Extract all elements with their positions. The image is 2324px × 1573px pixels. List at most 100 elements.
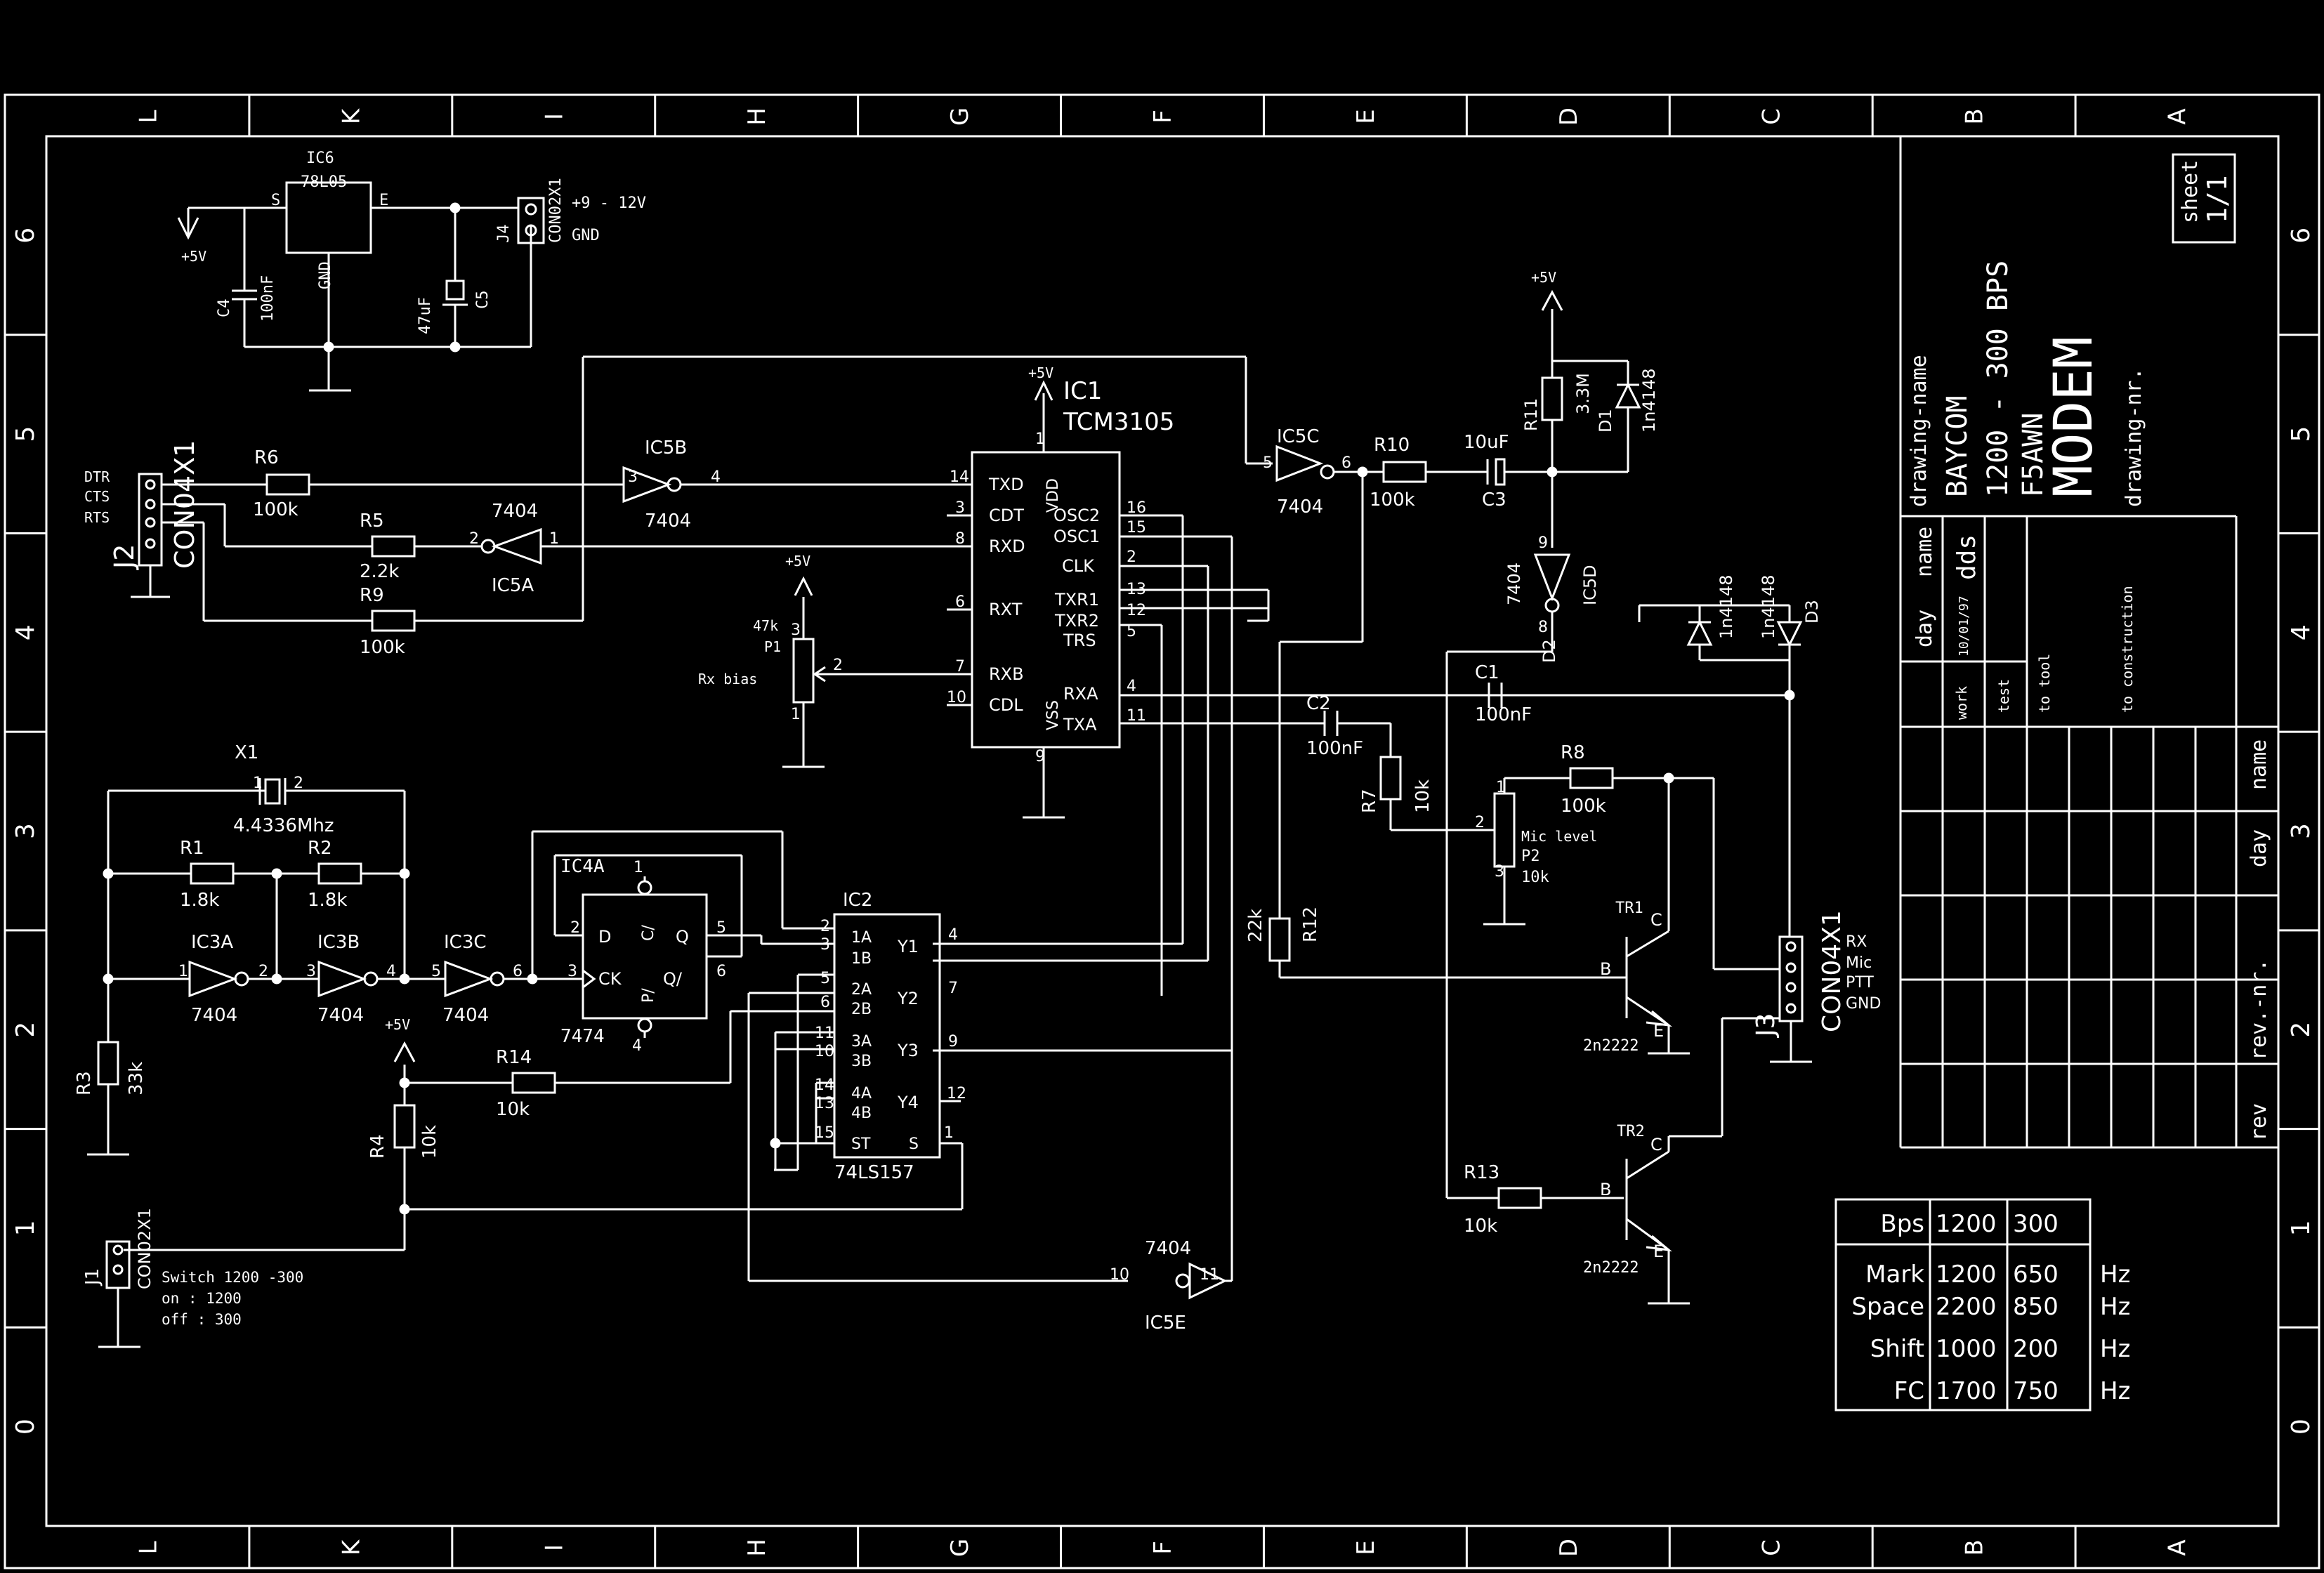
frame-col-letter-bottom: A (2164, 1539, 2192, 1555)
ic2-part: 74LS157 (834, 1162, 914, 1183)
rev-name-label: name (2247, 739, 2271, 790)
dtr-label: DTR (84, 468, 110, 485)
cts-label: CTS (84, 488, 110, 505)
test-label: test (1995, 679, 2012, 713)
pin-number: 13 (815, 1095, 834, 1112)
ic5c-part: 7404 (1277, 496, 1323, 518)
ic2-y4: Y4 (897, 1093, 919, 1112)
r4-plus5v: +5V (385, 1016, 410, 1033)
j4-gnd: GND (572, 227, 600, 244)
pin-number: 15 (1127, 519, 1146, 537)
ic4a-ck: CK (598, 969, 622, 989)
pin-number: 4 (632, 1037, 642, 1055)
mic-level-label: Mic level (1521, 828, 1597, 845)
d2-ref: D2 (1540, 639, 1559, 663)
pin-number: 3 (955, 499, 965, 517)
frame-grid-ticks (5, 95, 2319, 1568)
freq-row-unit: Hz (2100, 1335, 2130, 1363)
pin-number: 10 (815, 1043, 834, 1060)
d3-ref: D3 (1802, 600, 1822, 624)
pin-number: 9 (1035, 748, 1045, 765)
j2-interface (131, 355, 1335, 632)
pin-number: 10 (1110, 1266, 1129, 1284)
freq-row-label: FC (1894, 1377, 1924, 1405)
ic2-2a: 2A (851, 981, 872, 999)
pin-number: 9 (1538, 534, 1548, 552)
outer-frame (4, 93, 2320, 1569)
title-block (1899, 136, 2278, 1149)
ic4a-qn: Q/ (663, 969, 683, 989)
ic4a-ref: IC4A (560, 856, 605, 877)
r7-value: 10k (1412, 779, 1433, 813)
pin-number: 11 (815, 1025, 834, 1042)
pin-txr1: TXR1 (1054, 590, 1099, 610)
r3-value: 33k (126, 1062, 147, 1095)
pin-rxb: RXB (989, 664, 1024, 684)
frame-col-letter-bottom: D (1555, 1539, 1583, 1557)
ic4a-d: D (598, 927, 611, 947)
pin-osc2: OSC2 (1053, 506, 1100, 525)
ic5e-part: 7404 (1145, 1238, 1191, 1259)
frame-col-letter-top: K (337, 107, 365, 124)
pin-clk: CLK (1062, 556, 1095, 576)
ic5d-ref: IC5D (1580, 565, 1600, 605)
ic1-ref: IC1 (1063, 377, 1102, 405)
r14-ref: R14 (496, 1047, 532, 1068)
j4-power: +9 - 12V (572, 195, 646, 212)
pin-number: 12 (947, 1085, 966, 1103)
j3-ptt: PTT (1846, 974, 1874, 992)
ic5a-ref: IC5A (492, 575, 534, 596)
freq-row-300: 650 (2013, 1261, 2059, 1289)
r6-value: 100k (253, 499, 298, 520)
frame-col-letter-bottom: G (946, 1539, 974, 1557)
ic2-4a: 4A (851, 1085, 872, 1103)
switch-label-1: Switch 1200 -300 (162, 1269, 303, 1286)
freq-row-1200: 1000 (1936, 1335, 1997, 1363)
ic1-tcm3105 (813, 380, 1790, 1052)
r14-value: 10k (496, 1099, 530, 1120)
tr1-c: C (1650, 910, 1662, 930)
ic2-y1: Y1 (897, 937, 919, 956)
freq-row-1200: 1700 (1936, 1377, 1997, 1405)
rts-label: RTS (84, 509, 110, 526)
pin-number: 5 (1263, 454, 1273, 472)
d2-value: 1n4148 (1716, 574, 1736, 639)
r7-ref: R7 (1359, 789, 1380, 813)
freq-row-1200: 1200 (1936, 1261, 1997, 1289)
pin-number: 1 (253, 775, 263, 792)
freq-row-label: Mark (1865, 1261, 1924, 1289)
pin-vdd: VDD (1044, 478, 1062, 513)
pin-number: 1 (944, 1124, 954, 1142)
ic2-1a: 1A (851, 929, 872, 947)
c5-ref: C5 (474, 291, 492, 310)
ic6-plus5v: +5V (181, 248, 206, 265)
r4-ref: R4 (367, 1134, 388, 1159)
pin-txd: TXD (988, 475, 1024, 494)
c2-value: 100nF (1306, 738, 1363, 759)
j1-ref: J1 (82, 1268, 103, 1286)
freq-row-1200: 2200 (1936, 1293, 1997, 1321)
pin-number: 9 (948, 1033, 958, 1051)
pin-number: 14 (815, 1077, 834, 1094)
pin-number: 3 (306, 963, 316, 980)
ic1-plus5v: +5V (1028, 364, 1053, 381)
pin-number: 3 (820, 936, 830, 954)
pin-number: 1 (178, 963, 188, 980)
frame-row-number-left: 5 (11, 426, 40, 442)
pin-number: 3 (1495, 863, 1504, 881)
p2-value: 10k (1521, 869, 1549, 886)
pin-number: 14 (950, 468, 969, 486)
frame-col-letter-top: B (1961, 108, 1989, 124)
ic4a-flipflop (531, 830, 834, 1038)
ic5b-ref: IC5B (645, 437, 687, 459)
ic5a-part: 7404 (492, 501, 538, 522)
transistors (1624, 930, 1812, 1305)
frame-row-number-right: 2 (2287, 1022, 2316, 1038)
rx-audio-network (1468, 604, 1803, 970)
rx-bias-label: Rx bias (698, 671, 757, 687)
pin-number: 2 (258, 963, 268, 980)
frame-col-letter-bottom: H (743, 1539, 771, 1557)
